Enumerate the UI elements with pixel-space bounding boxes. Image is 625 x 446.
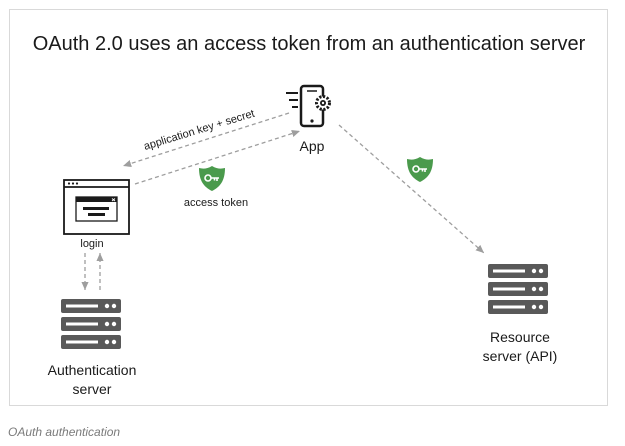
- resource-server-label-line2: server (API): [483, 348, 558, 364]
- resource-server-label-line1: Resource: [490, 329, 550, 345]
- app-label: App: [300, 138, 325, 154]
- auth-server-label-line2: server: [73, 381, 112, 397]
- figure-caption: OAuth authentication: [8, 425, 121, 439]
- arrow-app-to-login: [122, 112, 290, 167]
- edge-label-access-token: access token: [184, 197, 248, 209]
- key-shield-icon: [406, 156, 434, 183]
- server-stack-icon: [488, 264, 548, 314]
- key-shield-icon: [198, 165, 226, 192]
- auth-server-label-line1: Authentication: [48, 362, 137, 378]
- browser-window-icon: [63, 179, 130, 235]
- diagram-title: OAuth 2.0 uses an access token from an a…: [33, 33, 586, 55]
- server-stack-icon: [61, 299, 121, 349]
- arrow-login-to-app: [134, 130, 301, 185]
- edge-label-application-key: application key + secret: [142, 108, 256, 153]
- login-label: login: [80, 238, 103, 250]
- arrow-app-to-resource: [338, 124, 485, 254]
- smartphone-gear-icon: [286, 84, 331, 128]
